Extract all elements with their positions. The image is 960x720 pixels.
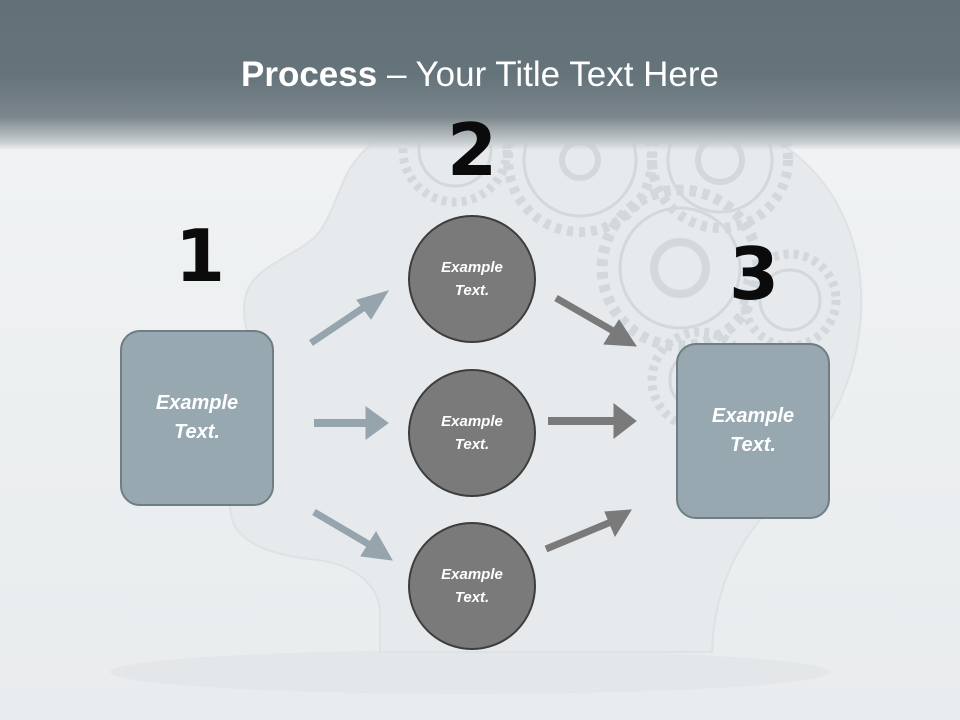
circle-middle-label: Example Text. bbox=[441, 413, 503, 453]
circle-top: Example Text. bbox=[408, 215, 536, 343]
page-title: Process – Your Title Text Here bbox=[0, 52, 960, 98]
circle-top-label: Example Text. bbox=[441, 259, 503, 299]
circle-bottom-label: Example Text. bbox=[441, 566, 503, 606]
step-number-1: 1 bbox=[174, 214, 226, 298]
title-rest: – Your Title Text Here bbox=[377, 55, 719, 94]
circle-middle: Example Text. bbox=[408, 369, 536, 497]
floor-shadow bbox=[110, 650, 830, 694]
step-3-box: Example Text. bbox=[676, 343, 830, 519]
step-3-label: Example Text. bbox=[711, 405, 795, 456]
circle-bottom: Example Text. bbox=[408, 522, 536, 650]
title-bar bbox=[0, 0, 960, 150]
step-number-2: 2 bbox=[446, 108, 498, 192]
title-bold: Process bbox=[241, 55, 378, 94]
step-number-3: 3 bbox=[728, 232, 780, 316]
step-1-label: Example Text. bbox=[155, 392, 239, 443]
step-1-box: Example Text. bbox=[120, 330, 274, 506]
